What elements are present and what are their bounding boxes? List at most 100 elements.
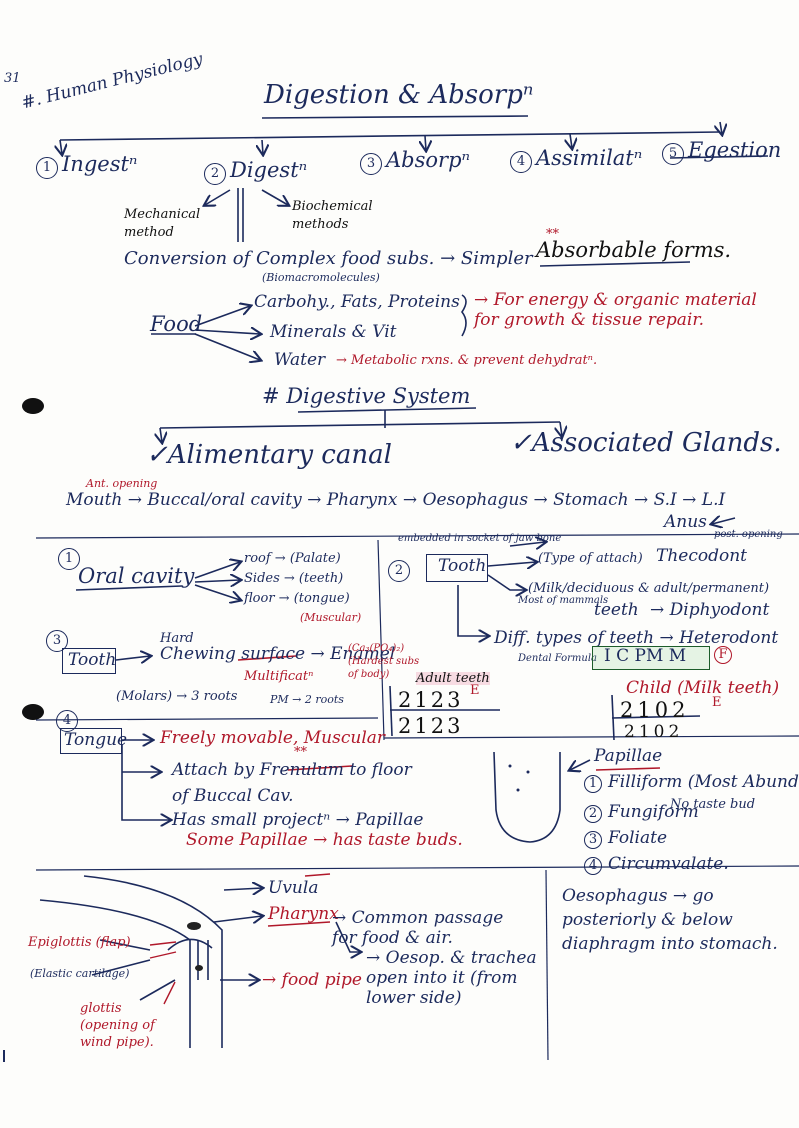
uvula-label: Uvula — [268, 878, 319, 898]
mammals-note: Most of mammals — [518, 595, 609, 606]
section-number-badge: 3 — [46, 630, 68, 652]
step-number-badge: 1 — [36, 157, 58, 179]
multificat-note: Multificatⁿ — [244, 669, 314, 684]
tongue-line-3: of Buccal Cav. — [172, 786, 294, 806]
tooth-box — [426, 554, 488, 582]
tongue-line-2: Attach by Frenulum to floor — [172, 760, 412, 780]
energy-note: → For energy & organic material for grow… — [474, 290, 757, 330]
tooth-surface-label: Tooth — [68, 650, 117, 670]
tooth-surface-box — [62, 648, 116, 674]
step-number-badge: 4 — [510, 151, 532, 173]
tongue-label: Tongue — [64, 730, 128, 750]
adult-teeth-label: Adult teeth — [416, 671, 490, 686]
glottis-label: glottis (opening of wind pipe). — [80, 1001, 155, 1050]
page-title: Digestion & Absorpⁿ — [264, 80, 534, 110]
oral-cavity-label: Oral cavity — [78, 564, 195, 588]
alimentary-canal: ✓Alimentary canal — [146, 440, 392, 470]
child-formula-top: 2102 — [620, 698, 690, 722]
pharynx-note: → Common passage for food & air. — [332, 908, 504, 948]
dental-formula-label: Dental Formula — [518, 653, 598, 664]
papillae-item-3: 3 Foliate — [584, 830, 667, 849]
oesophagus-note: Oesophagus → go posteriorly & below diap… — [562, 886, 778, 954]
section-number-badge: 2 — [388, 560, 410, 582]
biomacromolecules-note: (Biomacromolecules) — [262, 271, 380, 284]
e-mark-child: E — [712, 695, 722, 710]
enamel-note: (Ca₃(PO₄)₂) (Hardest subs of body) — [348, 643, 420, 680]
water-note: → Metabolic rxns. & prevent dehydratⁿ. — [336, 353, 598, 368]
punch-hole-top — [22, 398, 44, 414]
e-mark-adult: E — [470, 683, 480, 698]
teeth-label: teeth — [594, 600, 639, 620]
thecodont: Thecodont — [656, 546, 748, 566]
icpmm-box — [592, 646, 710, 670]
food-item-water: Water — [274, 350, 326, 370]
papillae-item-2: 2 Fungiform — [584, 804, 699, 823]
teeth-sets: (Milk/deciduous & adult/permanent) — [528, 581, 770, 596]
step-label: Absorpⁿ — [386, 148, 471, 172]
food-label: Food — [150, 312, 203, 336]
section-number-badge: 4 — [56, 710, 78, 732]
icpmm-label: I C PM M — [604, 646, 687, 666]
molars-roots: (Molars) → 3 roots — [116, 689, 238, 704]
papillae-item-label: Fungiform — [608, 802, 699, 822]
tongue-line-1: Freely movable, Muscular — [160, 728, 386, 748]
alimentary-path: Mouth → Buccal/oral cavity → Pharynx → O… — [66, 490, 726, 510]
tongue-line-4: Has small projectⁿ → Papillae — [172, 810, 424, 830]
conversion-text: Conversion of Complex food subs. → Simpl… — [124, 248, 533, 269]
chewing-surface: Chewing surface → Enamel — [160, 644, 396, 664]
step-number-badge: 2 — [204, 163, 226, 185]
oral-part-floor: floor → (tongue) — [244, 591, 350, 606]
embedded-note: embedded in socket of jaw bone — [398, 533, 562, 544]
page-number: 31 — [4, 71, 21, 86]
step-label: Ingestⁿ — [62, 152, 138, 176]
attach-type: (Type of attach) — [538, 551, 643, 566]
step-number-badge: 3 — [360, 153, 382, 175]
adult-formula-bottom: 2123 — [398, 714, 464, 738]
mechanical-method: Mechanical method — [124, 207, 201, 240]
post-opening-note: post. opening — [714, 529, 783, 540]
diphyodont: → Diphyodont — [650, 600, 770, 620]
absorbable-forms: Absorbable forms. — [536, 238, 732, 262]
heterodont: Diff. types of teeth → Heterodont — [494, 628, 779, 648]
step-label: Assimilatⁿ — [536, 146, 643, 170]
papillae-item-label: Foliate — [608, 828, 668, 848]
papillae-item-label: Circumvalate. — [608, 854, 729, 874]
associated-glands: ✓Associated Glands. — [510, 428, 782, 458]
conversion-stars: ** — [546, 227, 559, 242]
ant-opening-note: Ant. opening — [86, 477, 158, 490]
step-number-badge: 5 — [662, 143, 684, 165]
anus-label: Anus — [664, 512, 707, 532]
tooth-label: Tooth — [438, 556, 487, 576]
food-item-carbs: Carbohy., Fats, Proteins — [254, 292, 460, 312]
elastic-cartilage-label: (Elastic cartilage) — [30, 967, 130, 980]
papillae-number-badge: 1 — [584, 775, 602, 793]
pharynx-label: Pharynx — [268, 904, 339, 924]
no-taste-bud-note: No taste bud — [670, 797, 756, 812]
papillae-number-badge: 2 — [584, 805, 602, 823]
biochemical-methods: Biochemical methods — [292, 199, 373, 232]
papillae-heading: Papillae — [594, 746, 663, 766]
epiglottis-label: Epiglottis (flap) — [28, 935, 131, 950]
hard-note: Hard — [160, 631, 194, 646]
f-mark: F — [714, 646, 732, 664]
oral-part-sides: Sides → (teeth) — [244, 571, 344, 586]
frenulum-stars: ** — [294, 745, 307, 760]
step-label: Egestion — [688, 138, 782, 162]
tongue-box — [60, 728, 122, 754]
pm-roots: PM → 2 roots — [270, 693, 344, 706]
child-teeth-label: Child (Milk teeth) — [626, 678, 780, 698]
child-formula-bottom: 2102 — [624, 722, 684, 742]
food-item-minerals: Minerals & Vit — [270, 322, 397, 342]
digestive-system-heading: # Digestive System — [262, 384, 471, 408]
papillae-number-badge: 3 — [584, 831, 602, 849]
oesop-note: → Oesop. & trachea open into it (from lo… — [366, 948, 537, 1008]
